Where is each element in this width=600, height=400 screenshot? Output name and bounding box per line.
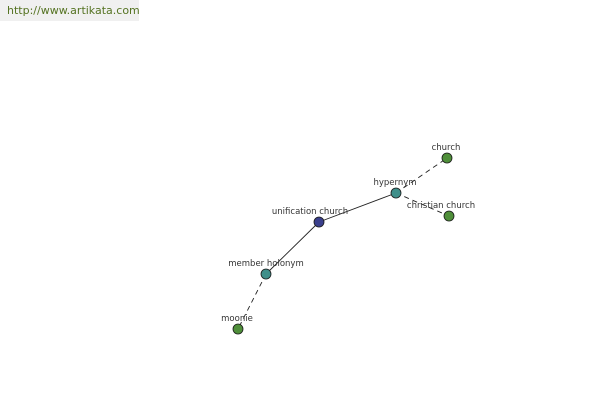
node-dot-moonie[interactable] bbox=[232, 323, 244, 335]
node-dot-unification-church[interactable] bbox=[313, 216, 325, 228]
node-label-unification-church[interactable]: unification church bbox=[272, 207, 348, 217]
node-label-moonie[interactable]: moonie bbox=[221, 314, 253, 324]
node-church[interactable]: church bbox=[432, 143, 461, 164]
edge-member-holonym-to-moonie bbox=[237, 273, 267, 330]
node-dot-member-holonym[interactable] bbox=[260, 268, 272, 280]
edge-unification-church-to-member-holonym bbox=[265, 221, 320, 275]
edge-hypernym-to-church bbox=[395, 157, 448, 194]
url-bar: http://www.artikata.com bbox=[0, 0, 140, 21]
node-label-church[interactable]: church bbox=[432, 143, 461, 153]
edge-hypernym-to-christian-church bbox=[395, 192, 450, 217]
node-label-member-holonym[interactable]: member holonym bbox=[228, 259, 303, 269]
edge-unification-church-to-hypernym bbox=[318, 192, 397, 223]
node-moonie[interactable]: moonie bbox=[221, 314, 253, 335]
node-label-christian-church[interactable]: christian church bbox=[407, 201, 475, 211]
site-url[interactable]: http://www.artikata.com bbox=[7, 4, 140, 17]
nodes-layer: unification church hypernym member holonym… bbox=[221, 143, 475, 335]
node-hypernym[interactable]: hypernym bbox=[373, 178, 417, 199]
edges-layer bbox=[237, 157, 450, 330]
node-member-holonym[interactable]: member holonym bbox=[228, 259, 304, 280]
node-dot-hypernym[interactable] bbox=[390, 187, 402, 199]
node-christian-church[interactable]: christian church bbox=[407, 201, 475, 222]
node-dot-christian-church[interactable] bbox=[443, 210, 455, 222]
node-label-hypernym[interactable]: hypernym bbox=[373, 178, 416, 188]
node-dot-church[interactable] bbox=[441, 152, 453, 164]
node-unification-church[interactable]: unification church bbox=[272, 207, 348, 228]
